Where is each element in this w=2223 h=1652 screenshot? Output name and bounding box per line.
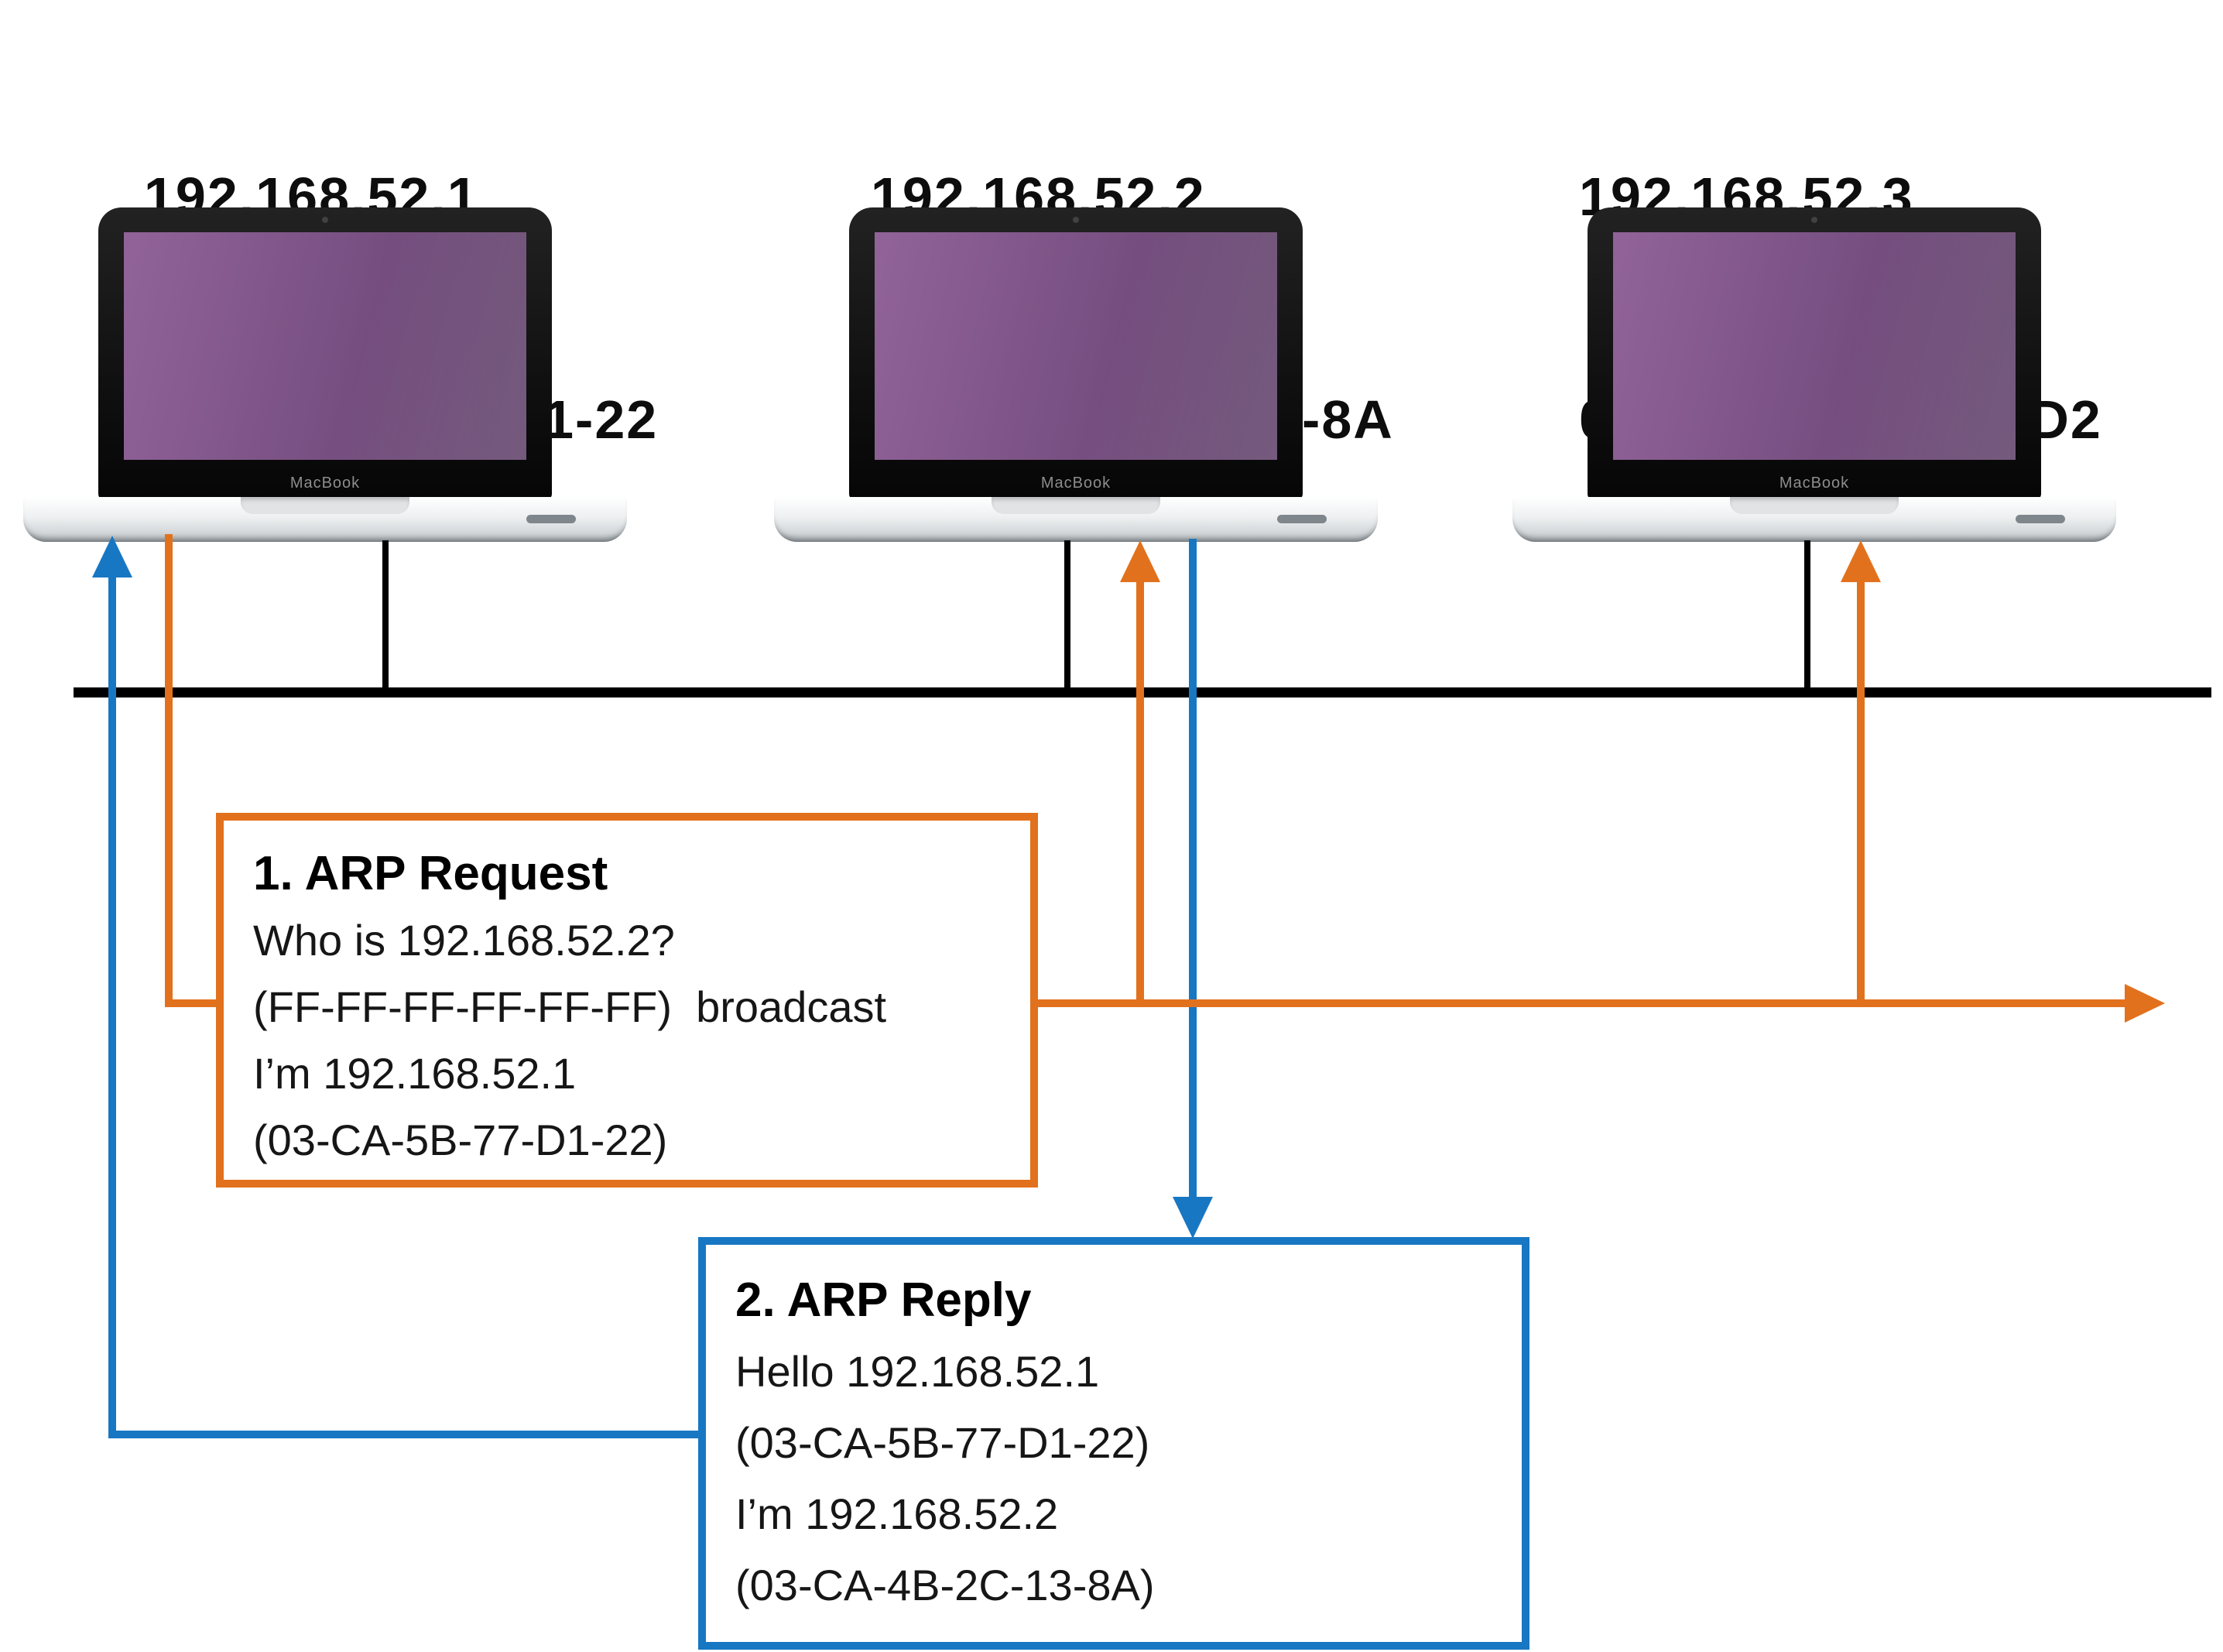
laptop-base-notch <box>241 497 409 514</box>
laptop-2: MacBook <box>774 207 1378 542</box>
laptop-brand-label: MacBook <box>1040 475 1112 492</box>
laptop-bezel: MacBook <box>98 207 552 500</box>
laptop-screen <box>124 232 526 460</box>
laptop-base <box>1512 497 2116 542</box>
arp-reply-arrowhead-to-laptop-1-icon <box>92 536 132 578</box>
arp-request-broadcast-line <box>1030 999 2126 1007</box>
arp-request-line: (FF-FF-FF-FF-FF-FF) broadcast <box>253 982 887 1031</box>
laptop-base <box>774 497 1378 542</box>
laptop-3: MacBook <box>1512 207 2116 542</box>
arp-reply-line: Hello 192.168.52.1 <box>735 1347 1100 1396</box>
arp-request-branch-to-laptop-2 <box>1136 581 1144 1007</box>
arp-request-arrowhead-to-laptop-3-icon <box>1841 540 1881 582</box>
arp-request-arrowhead-to-laptop-2-icon <box>1120 540 1160 582</box>
arp-request-branch-to-laptop-3 <box>1857 581 1865 1007</box>
laptop-base-vent <box>2016 515 2065 523</box>
laptop-screen <box>1613 232 2016 460</box>
laptop-base-notch <box>992 497 1160 514</box>
laptop-screen <box>875 232 1277 460</box>
laptop-brand-label: MacBook <box>289 475 361 492</box>
uplink-laptop-2 <box>1064 540 1070 689</box>
laptop-1: MacBook <box>23 207 627 542</box>
webcam-dot-icon <box>1073 217 1079 223</box>
arp-reply-return-line-vertical <box>108 576 116 1438</box>
laptop-base <box>23 497 627 542</box>
laptop-base-vent <box>526 515 576 523</box>
arp-reply-line: (03-CA-5B-77-D1-22) <box>735 1418 1150 1467</box>
arp-request-box: 1. ARP Request Who is 192.168.52.2? (FF-… <box>216 813 1038 1188</box>
arp-reply-arrowhead-down-icon <box>1173 1197 1213 1239</box>
arp-reply-line-from-laptop-2 <box>1189 539 1197 1200</box>
arp-request-line: I’m 192.168.52.1 <box>253 1049 577 1098</box>
arp-request-arrowhead-right-icon <box>2125 984 2165 1023</box>
laptop-base-notch <box>1730 497 1899 514</box>
arp-reply-return-line-horizontal <box>108 1431 706 1438</box>
arp-reply-line: (03-CA-4B-2C-13-8A) <box>735 1561 1155 1609</box>
arp-request-line: (03-CA-5B-77-D1-22) <box>253 1116 668 1164</box>
laptop-bezel: MacBook <box>1588 207 2041 500</box>
arp-reply-box: 2. ARP Reply Hello 192.168.52.1 (03-CA-5… <box>698 1237 1529 1650</box>
webcam-dot-icon <box>322 217 328 223</box>
arp-reply-title: 2. ARP Reply <box>735 1273 1032 1327</box>
arp-request-title: 1. ARP Request <box>253 847 608 900</box>
laptop-bezel: MacBook <box>849 207 1303 500</box>
uplink-laptop-1 <box>382 540 389 689</box>
webcam-dot-icon <box>1811 217 1817 223</box>
laptop-brand-label: MacBook <box>1779 475 1850 492</box>
arp-request-connector-to-box <box>165 999 224 1007</box>
arp-request-line: Who is 192.168.52.2? <box>253 916 675 965</box>
laptop-base-vent <box>1277 515 1327 523</box>
uplink-laptop-3 <box>1804 540 1810 689</box>
arp-request-line-from-laptop-1 <box>165 534 173 1007</box>
arp-reply-line: I’m 192.168.52.2 <box>735 1489 1059 1538</box>
